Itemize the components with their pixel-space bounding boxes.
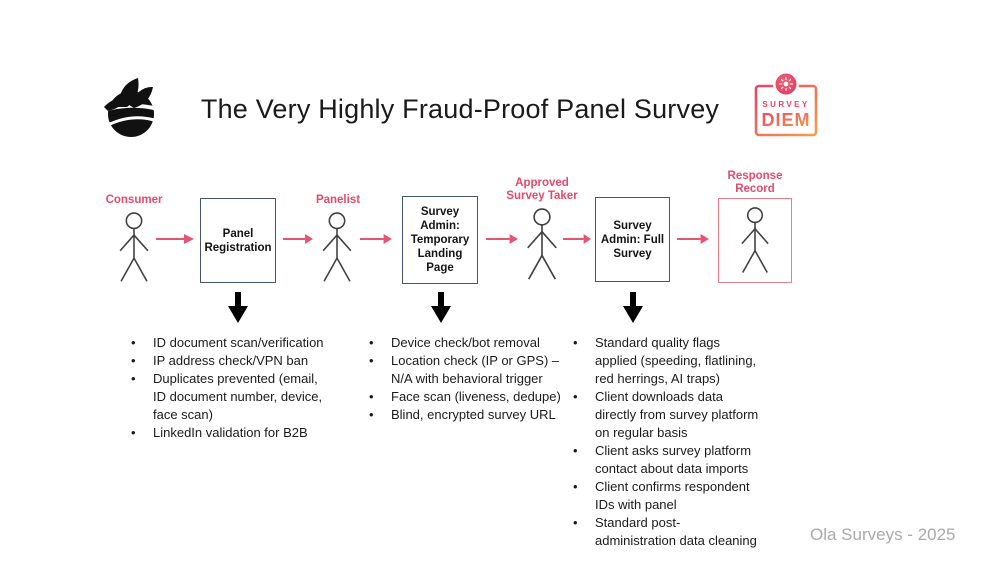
flow-arrow-icon [360,234,392,244]
down-arrow-icon [623,292,643,323]
flow-arrow-icon [156,234,194,244]
list-item: Client downloads data directly from surv… [570,388,761,442]
process-box-label: Survey Admin: Temporary Landing Page [410,206,470,274]
brand-diem-text: DIEM [762,110,811,130]
stage-label-panelist: Panelist [315,194,361,206]
stick-figure-icon-panelist [318,211,356,290]
brand-survey-text: SURVEY [762,100,809,109]
process-box-label: Panel Registration [204,227,272,254]
flow-arrow-icon [677,234,709,244]
list-item: Device check/bot removal [366,334,563,352]
list-item: LinkedIn validation for B2B [128,424,329,442]
flow-arrow-icon [486,234,518,244]
stick-figure-icon-approved-taker [523,207,561,288]
list-item: Location check (IP or GPS) – N/A with be… [366,352,563,388]
list-item: ID document scan/​verification [128,334,329,352]
credit-text: Ola Surveys - 2025 [810,525,956,544]
process-box-panel-registration: Panel Registration [200,198,276,283]
down-arrow-icon [228,292,248,323]
stage-label-consumer: Consumer [105,194,163,206]
stick-figure-icon-consumer [115,211,153,290]
detail-list-registration: ID document scan/​verification IP addres… [128,334,329,442]
list-item: Client confirms respondent IDs with pane… [570,478,761,514]
detail-list-landing-page: Device check/bot removal Location check … [366,334,563,424]
flow-arrow-icon [563,234,591,244]
stage-label-response-record: Response Record [727,170,783,195]
list-item: Client asks survey platform contact abou… [570,442,761,478]
list-item: Face scan (liveness, dedupe) [366,388,563,406]
list-item: Standard post-administration data cleani… [570,514,761,550]
list-item: Standard quality flags applied (speeding… [570,334,761,388]
stage-label-approved-survey-taker: Approved Survey Taker [506,177,578,202]
company-logo-icon [98,76,162,140]
flow-arrow-icon [283,234,313,244]
process-box-full-survey: Survey Admin: Full Survey [595,197,670,282]
list-item: Duplicates prevented (email, ID document… [128,370,329,424]
stick-figure-icon-response [741,206,769,273]
down-arrow-icon [431,292,451,323]
detail-list-full-survey: Standard quality flags applied (speeding… [570,334,761,550]
list-item: IP address check/VPN ban [128,352,329,370]
record-box-response-record [718,198,792,283]
surveydiem-logo: SURVEY DIEM [752,69,820,139]
process-box-label: Survey Admin: Full Survey [600,219,665,260]
slide-title: The Very Highly Fraud-Proof Panel Survey [200,94,720,124]
process-box-temporary-landing-page: Survey Admin: Temporary Landing Page [402,196,478,284]
list-item: Blind, encrypted survey URL [366,406,563,424]
